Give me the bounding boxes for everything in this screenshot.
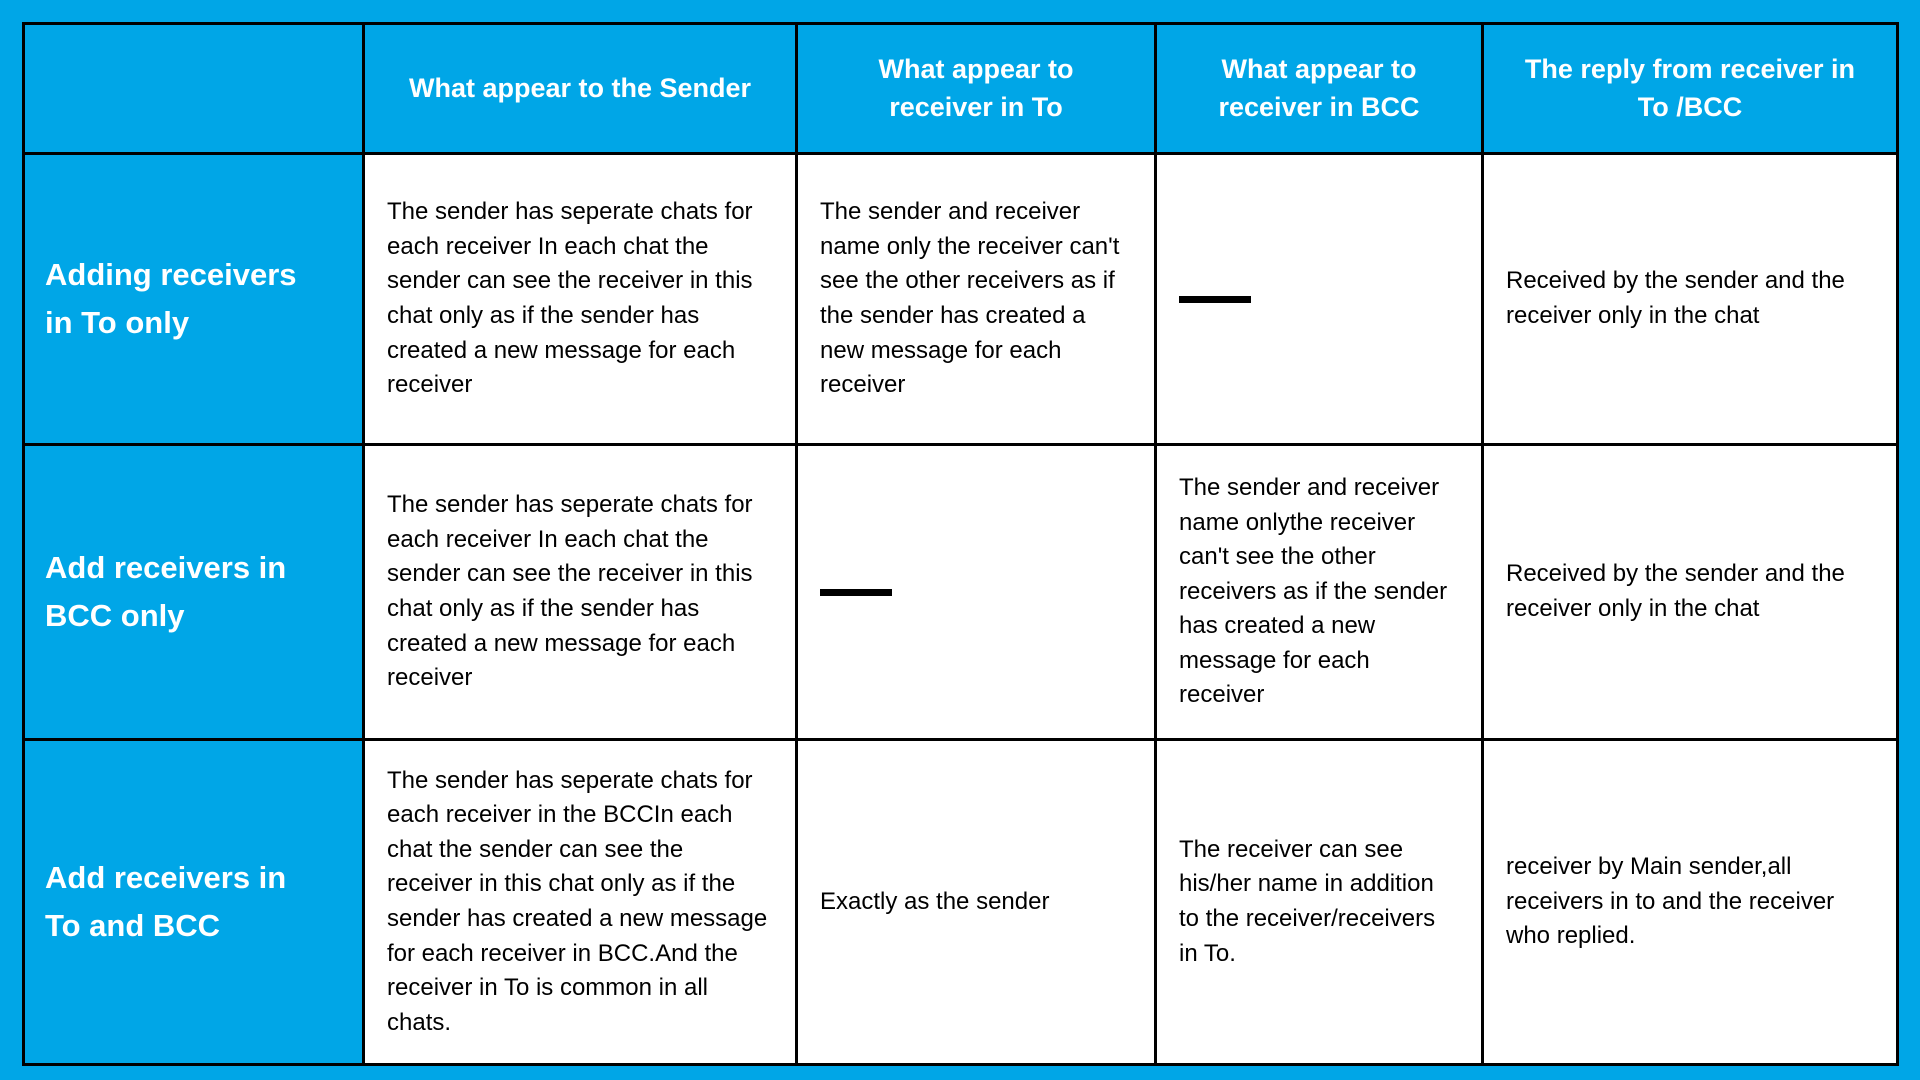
header-cell-receiver-bcc: What appear to receiver in BCC <box>1154 22 1484 155</box>
cell-bcc-only-sender: The sender has seperate chats for each r… <box>362 443 798 741</box>
cell-bcc-only-receiver-to <box>795 443 1157 741</box>
cell-to-and-bcc-reply: receiver by Main sender,all receivers in… <box>1481 738 1899 1066</box>
cell-to-only-receiver-bcc <box>1154 152 1484 446</box>
cell-to-and-bcc-receiver-bcc: The receiver can see his/her name in add… <box>1154 738 1484 1066</box>
table-header-row: What appear to the Sender What appear to… <box>22 22 1899 155</box>
cell-to-and-bcc-receiver-to: Exactly as the sender <box>795 738 1157 1066</box>
cell-to-and-bcc-sender: The sender has seperate chats for each r… <box>362 738 798 1066</box>
cell-to-only-reply: Received by the sender and the receiver … <box>1481 152 1899 446</box>
row-label-to-only: Adding receivers in To only <box>22 152 365 446</box>
cell-to-only-sender: The sender has seperate chats for each r… <box>362 152 798 446</box>
cell-to-only-receiver-to: The sender and receiver name only the re… <box>795 152 1157 446</box>
cell-bcc-only-reply: Received by the sender and the receiver … <box>1481 443 1899 741</box>
header-cell-receiver-to: What appear to receiver in To <box>795 22 1157 155</box>
dash-icon <box>820 588 892 596</box>
table-row: Add receivers in BCC only The sender has… <box>22 443 1899 741</box>
cell-bcc-only-receiver-bcc: The sender and receiver name onlythe rec… <box>1154 443 1484 741</box>
header-cell-reply: The reply from receiver in To /BCC <box>1481 22 1899 155</box>
table-row: Adding receivers in To only The sender h… <box>22 152 1899 446</box>
comparison-table: What appear to the Sender What appear to… <box>22 22 1899 1066</box>
row-label-bcc-only: Add receivers in BCC only <box>22 443 365 741</box>
header-cell-sender: What appear to the Sender <box>362 22 798 155</box>
table-row: Add receivers in To and BCC The sender h… <box>22 738 1899 1066</box>
header-cell-corner <box>22 22 365 155</box>
row-label-to-and-bcc: Add receivers in To and BCC <box>22 738 365 1066</box>
dash-icon <box>1179 295 1251 303</box>
